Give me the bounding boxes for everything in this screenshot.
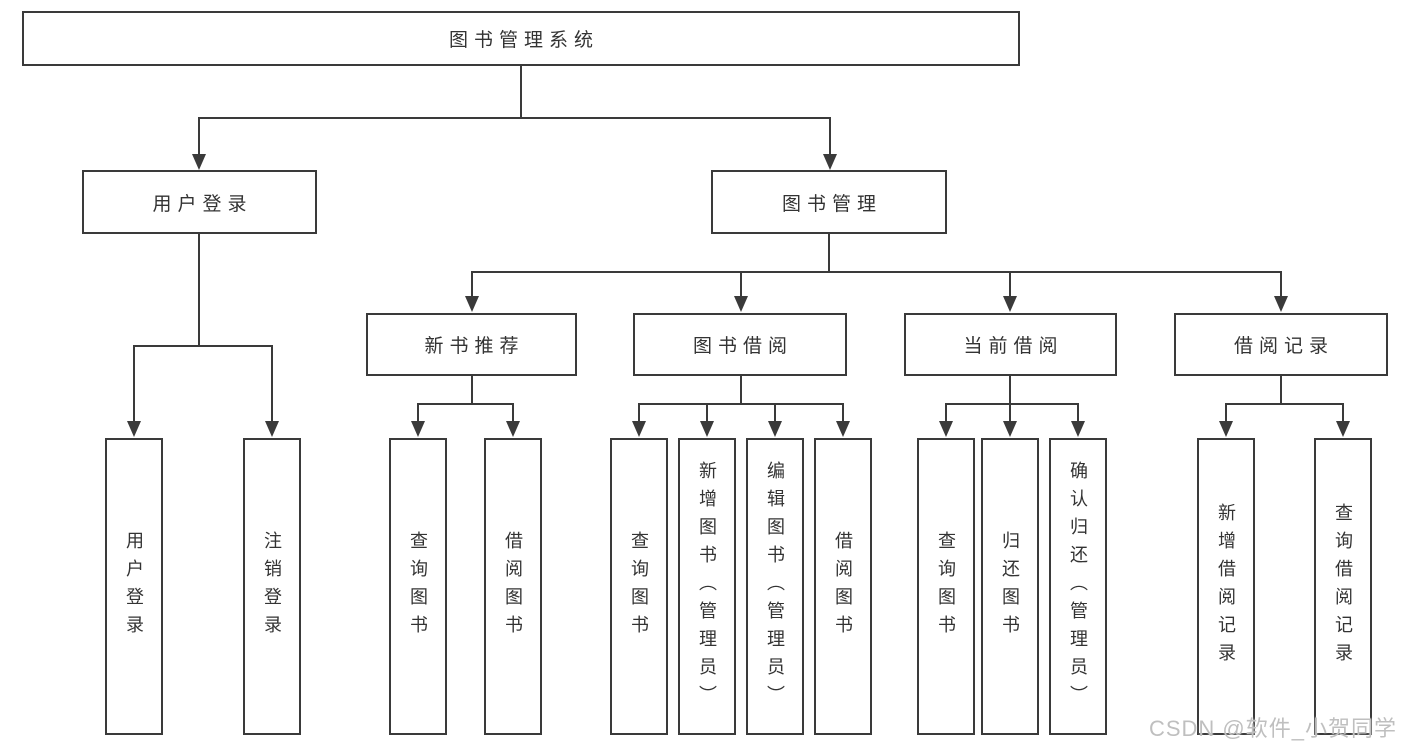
arrow-down-icon bbox=[411, 421, 425, 437]
arrow-down-icon bbox=[939, 421, 953, 437]
connector-recommend-children bbox=[411, 376, 520, 437]
arrow-down-icon bbox=[700, 421, 714, 437]
node-leaf-borrow-book-2: 借阅图书 bbox=[814, 438, 872, 735]
arrow-down-icon bbox=[1003, 421, 1017, 437]
arrow-down-icon bbox=[1219, 421, 1233, 437]
arrow-down-icon bbox=[265, 421, 279, 437]
arrow-down-icon bbox=[836, 421, 850, 437]
node-label: 借阅图书 bbox=[833, 530, 853, 643]
node-label: 借阅图书 bbox=[503, 530, 523, 643]
node-leaf-user-login: 用户登录 bbox=[105, 438, 163, 735]
node-label: 查询借阅记录 bbox=[1333, 502, 1353, 671]
connector-borrow-children bbox=[632, 376, 850, 437]
arrow-down-icon bbox=[1003, 296, 1017, 312]
node-label: 查询图书 bbox=[408, 530, 428, 643]
arrow-down-icon bbox=[506, 421, 520, 437]
node-label: 新增借阅记录 bbox=[1216, 502, 1236, 671]
connector-root-to-level2 bbox=[192, 66, 837, 170]
node-leaf-add-book-admin: 新增图书（管理员） bbox=[678, 438, 736, 735]
arrow-down-icon bbox=[1274, 296, 1288, 312]
arrow-down-icon bbox=[734, 296, 748, 312]
node-label: 新书推荐 bbox=[424, 336, 525, 357]
node-borrow-records: 借阅记录 bbox=[1174, 313, 1388, 376]
node-label: 归还图书 bbox=[1000, 530, 1020, 643]
node-book-management: 图书管理 bbox=[711, 170, 947, 234]
node-label: 查询图书 bbox=[936, 530, 956, 643]
connector-records-children bbox=[1219, 376, 1350, 437]
node-label: 图书管理 bbox=[781, 193, 882, 215]
node-leaf-return-book: 归还图书 bbox=[981, 438, 1039, 735]
csdn-watermark: CSDN @软件_小贺同学 bbox=[1148, 716, 1397, 741]
arrow-down-icon bbox=[1071, 421, 1085, 437]
node-label: 借阅记录 bbox=[1233, 336, 1334, 357]
arrow-down-icon bbox=[632, 421, 646, 437]
node-root-system: 图书管理系统 bbox=[22, 11, 1020, 66]
node-leaf-query-book-2: 查询图书 bbox=[610, 438, 668, 735]
arrow-down-icon bbox=[823, 154, 837, 170]
node-label: 图书管理系统 bbox=[448, 30, 599, 51]
arrow-down-icon bbox=[1336, 421, 1350, 437]
node-leaf-query-borrow-record: 查询借阅记录 bbox=[1314, 438, 1372, 735]
connector-current-children bbox=[939, 376, 1085, 437]
node-leaf-borrow-book-1: 借阅图书 bbox=[484, 438, 542, 735]
node-label: 注销登录 bbox=[262, 530, 282, 643]
node-new-book-recommend: 新书推荐 bbox=[366, 313, 577, 376]
arrow-down-icon bbox=[768, 421, 782, 437]
node-current-borrow: 当前借阅 bbox=[904, 313, 1117, 376]
node-book-borrow: 图书借阅 bbox=[633, 313, 847, 376]
node-label: 用户登录 bbox=[124, 530, 144, 643]
node-leaf-add-borrow-record: 新增借阅记录 bbox=[1197, 438, 1255, 735]
node-label: 查询图书 bbox=[629, 530, 649, 643]
node-leaf-query-book-3: 查询图书 bbox=[917, 438, 975, 735]
node-label: 用户登录 bbox=[152, 193, 253, 215]
node-label: 图书借阅 bbox=[692, 336, 793, 357]
node-label: 编辑图书（管理员） bbox=[765, 460, 785, 713]
arrow-down-icon bbox=[127, 421, 141, 437]
node-leaf-confirm-return-admin: 确认归还（管理员） bbox=[1049, 438, 1107, 735]
node-label: 确认归还（管理员） bbox=[1068, 460, 1088, 713]
node-leaf-edit-book-admin: 编辑图书（管理员） bbox=[746, 438, 804, 735]
node-leaf-logout: 注销登录 bbox=[243, 438, 301, 735]
node-leaf-query-book-1: 查询图书 bbox=[389, 438, 447, 735]
arrow-down-icon bbox=[465, 296, 479, 312]
connector-user-login-children bbox=[127, 234, 279, 437]
arrow-down-icon bbox=[192, 154, 206, 170]
connector-book-mgmt-to-level3 bbox=[465, 234, 1288, 312]
node-label: 新增图书（管理员） bbox=[697, 460, 717, 713]
node-label: 当前借阅 bbox=[963, 336, 1064, 357]
node-user-login-module: 用户登录 bbox=[82, 170, 317, 234]
